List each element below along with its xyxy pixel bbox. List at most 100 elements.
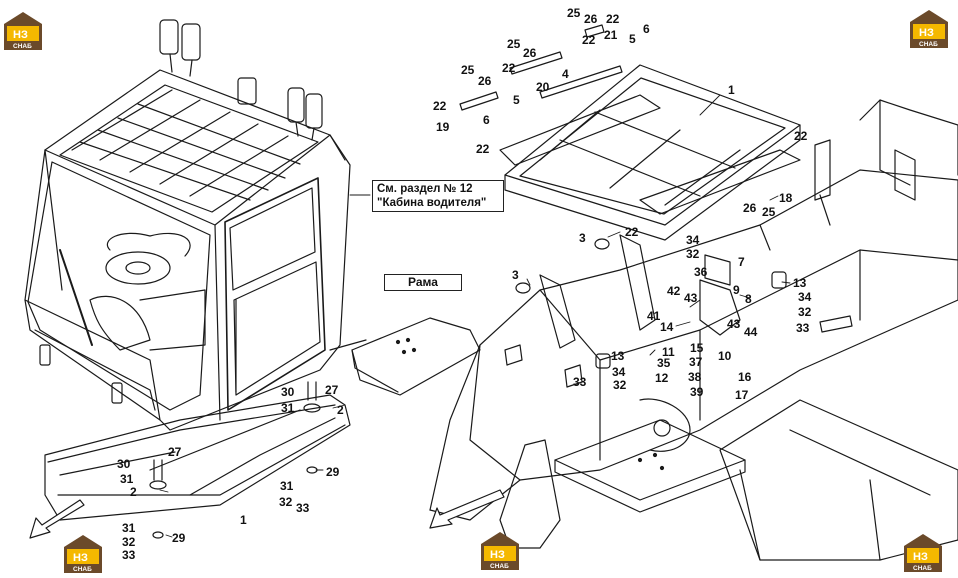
logo-bottom-center: НЗ СНАБ — [481, 532, 519, 570]
callout-label: 17 — [735, 388, 749, 402]
callout-label: 6 — [483, 113, 490, 127]
callout-label: 32 — [122, 535, 136, 549]
logo-bottom-left: НЗ СНАБ — [64, 535, 102, 573]
callout-label: 22 — [794, 129, 808, 143]
callout-label: 20 — [536, 80, 550, 94]
callout-label: 32 — [798, 305, 812, 319]
callout-label: 32 — [613, 378, 627, 392]
callout-label: 5 — [513, 93, 520, 107]
callout-label: 31 — [280, 479, 294, 493]
callout-label: 22 — [606, 12, 620, 26]
callout-label: 1 — [240, 513, 247, 527]
frame-label: Рама — [384, 274, 462, 291]
callout-label: 6 — [643, 22, 650, 36]
logo-word: СНАБ — [490, 563, 509, 570]
callout-label: 25 — [507, 37, 521, 51]
logo-word: СНАБ — [13, 43, 32, 50]
callout-label: 35 — [657, 356, 671, 370]
callout-label: 11 — [662, 345, 675, 359]
callout-label: 7 — [738, 255, 745, 269]
callout-label: 33 — [296, 501, 310, 515]
logo-mark: НЗ — [919, 27, 934, 39]
logo-word: СНАБ — [919, 41, 938, 48]
callout-label: 32 — [686, 247, 700, 261]
callout-label: 22 — [625, 225, 639, 239]
callout-label: 29 — [172, 531, 186, 545]
callout-label: 38 — [688, 370, 702, 384]
callout-label: 4 — [562, 67, 569, 81]
logo-top-left: НЗ СНАБ — [4, 12, 42, 50]
callout-label: 27 — [325, 383, 339, 397]
callout-label: 21 — [604, 28, 618, 42]
callout-label: 26 — [743, 201, 757, 215]
frame-plate-drawing — [329, 317, 481, 396]
callout-label: 27 — [168, 445, 182, 459]
callout-label: 34 — [686, 233, 700, 247]
logo-mark: НЗ — [490, 549, 505, 561]
logo-mark: НЗ — [73, 552, 88, 564]
callout-label: 43 — [684, 291, 698, 305]
callout-label: 25 — [461, 63, 475, 77]
callout-label: 13 — [611, 349, 625, 363]
callout-label: 16 — [738, 370, 752, 384]
callout-label: 9 — [733, 283, 740, 297]
cab-reference-note: См. раздел № 12 "Кабина водителя" — [372, 180, 504, 212]
callout-label: 33 — [573, 375, 587, 389]
callout-label: 22 — [433, 99, 447, 113]
callout-label: 12 — [655, 371, 669, 385]
logo-mark: НЗ — [913, 551, 928, 563]
callout-label: 44 — [744, 325, 758, 339]
callouts-right: 25 26 22 6 25 26 22 21 5 22 25 26 20 4 2… — [433, 6, 812, 402]
callout-label: 5 — [629, 32, 636, 46]
leader-lines — [159, 94, 791, 538]
callout-label: 36 — [694, 265, 708, 279]
logo-mark: НЗ — [13, 29, 28, 41]
callout-label: 18 — [779, 191, 793, 205]
cab-drawing — [24, 19, 351, 539]
callout-label: 3 — [512, 268, 519, 282]
callout-label: 2 — [337, 403, 344, 417]
cab-reference-line-1: См. раздел № 12 — [377, 183, 473, 195]
callout-label: 33 — [122, 548, 136, 562]
callout-label: 37 — [689, 355, 703, 369]
callout-label: 41 — [647, 309, 661, 323]
callout-label: 22 — [476, 142, 490, 156]
callout-label: 31 — [281, 401, 295, 415]
logo-word: СНАБ — [913, 565, 932, 572]
frame-drawing — [429, 24, 958, 561]
callout-label: 25 — [762, 205, 776, 219]
callout-label: 15 — [690, 341, 704, 355]
callout-label: 26 — [478, 74, 492, 88]
callout-label: 3 — [579, 231, 586, 245]
callout-label: 2 — [130, 485, 137, 499]
callout-label: 10 — [718, 349, 732, 363]
callout-label: 25 — [567, 6, 581, 20]
callout-label: 8 — [745, 292, 752, 306]
callout-label: 1 — [728, 83, 735, 97]
callout-label: 22 — [582, 33, 596, 47]
callout-label: 42 — [667, 284, 681, 298]
callout-label: 31 — [120, 472, 134, 486]
logo-word: СНАБ — [73, 566, 92, 573]
callout-label: 39 — [690, 385, 704, 399]
callout-label: 33 — [796, 321, 810, 335]
callout-label: 22 — [502, 61, 516, 75]
callout-label: 26 — [523, 46, 537, 60]
callout-label: 32 — [279, 495, 293, 509]
callout-label: 19 — [436, 120, 450, 134]
callout-label: 43 — [727, 317, 741, 331]
logo-top-right: НЗ СНАБ — [910, 10, 948, 48]
callout-label: 14 — [660, 320, 674, 334]
callout-label: 13 — [793, 276, 807, 290]
callout-label: 29 — [326, 465, 340, 479]
callout-label: 26 — [584, 12, 598, 26]
callout-label: 30 — [117, 457, 131, 471]
callouts-left: 30 27 31 2 27 30 31 2 29 31 32 33 1 31 3… — [117, 383, 344, 562]
logo-bottom-right: НЗ СНАБ — [904, 534, 942, 572]
callout-label: 34 — [798, 290, 812, 304]
callout-label: 31 — [122, 521, 136, 535]
callout-label: 34 — [612, 365, 626, 379]
cab-reference-line-2: "Кабина водителя" — [377, 197, 487, 209]
callout-label: 30 — [281, 385, 295, 399]
